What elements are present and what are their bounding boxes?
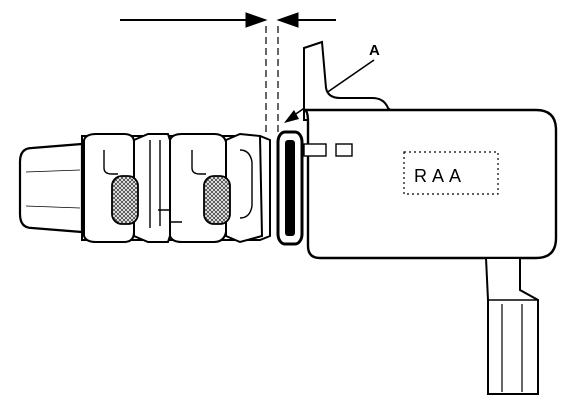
clearance-dimension xyxy=(120,12,336,132)
valve-spool xyxy=(81,132,271,244)
housing-marking: RAA xyxy=(414,166,466,186)
callout-a-label: A xyxy=(369,42,380,59)
plunger-tip xyxy=(18,142,84,234)
mounting-bracket xyxy=(303,40,405,121)
filter-screen-right xyxy=(203,175,231,225)
marking-frame xyxy=(403,151,499,195)
electrical-connector xyxy=(484,257,539,395)
solenoid-housing xyxy=(303,108,558,260)
filter-screen-left xyxy=(111,175,139,225)
